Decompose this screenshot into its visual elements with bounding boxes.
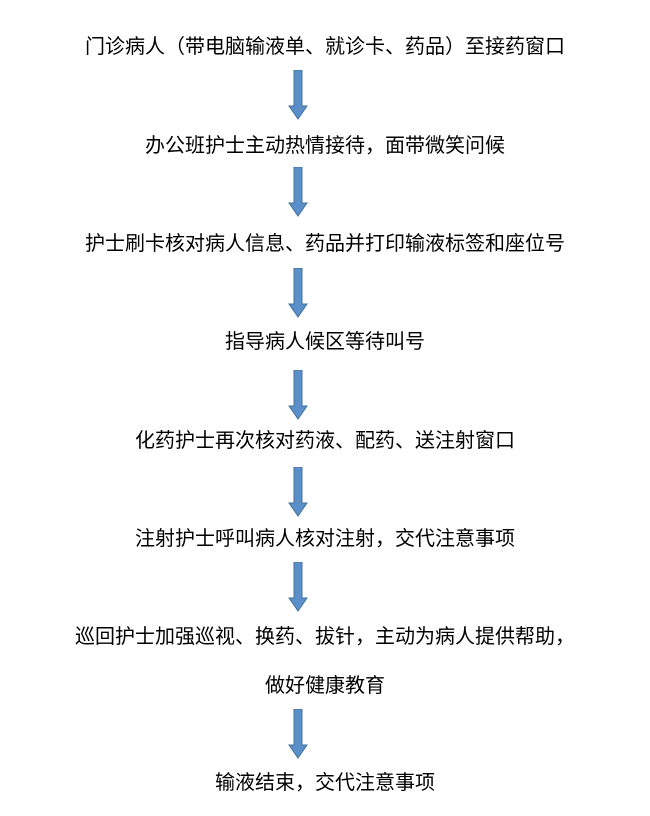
down-arrow-2: [288, 167, 308, 217]
down-arrow-7: [288, 709, 308, 759]
step-7-text-line-2: 做好健康教育: [265, 673, 385, 697]
down-arrow-6: [288, 562, 308, 612]
down-arrow-5: [288, 467, 308, 517]
down-arrow-3: [288, 268, 308, 318]
step-5-text: 化药护士再次核对药液、配药、送注射窗口: [135, 428, 515, 452]
step-4-text: 指导病人候区等待叫号: [225, 329, 425, 353]
down-arrow-1: [288, 70, 308, 120]
step-3-text: 护士刷卡核对病人信息、药品并打印输液标签和座位号: [85, 231, 565, 255]
step-7-text-line-1: 巡回护士加强巡视、换药、拔针，主动为病人提供帮助，: [75, 624, 575, 648]
step-6-text: 注射护士呼叫病人核对注射，交代注意事项: [135, 526, 515, 550]
down-arrow-4: [288, 370, 308, 420]
step-2-text: 办公班护士主动热情接待，面带微笑问候: [145, 133, 505, 157]
step-1-text: 门诊病人（带电脑输液单、就诊卡、药品）至接药窗口: [85, 34, 565, 58]
step-8-text: 输液结束，交代注意事项: [215, 770, 435, 794]
